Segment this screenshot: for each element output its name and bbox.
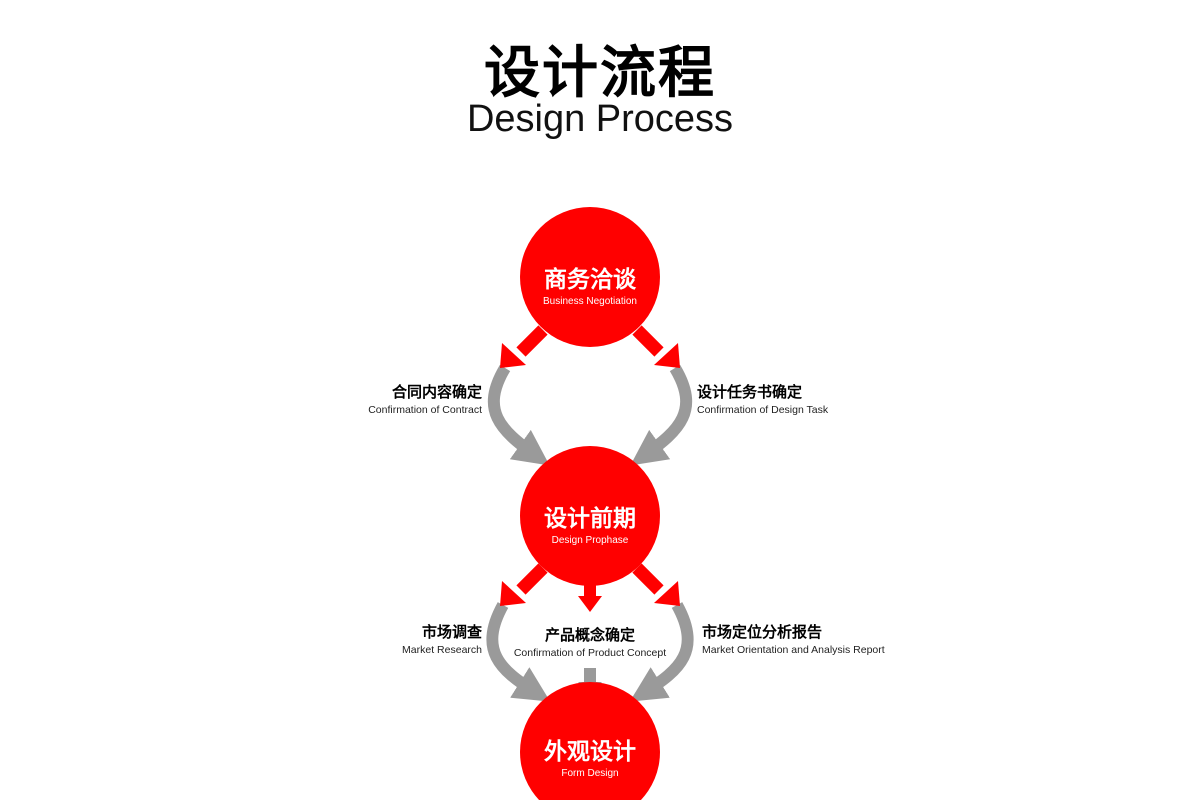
node-circle-3 <box>520 682 660 800</box>
red-arrow-left-2 <box>500 563 548 606</box>
label-en: Confirmation of Product Concept <box>513 647 667 659</box>
label-cn: 设计任务书确定 <box>697 383 803 401</box>
page-subtitle: Design Process <box>466 98 734 140</box>
label-cn: 合同内容确定 <box>391 383 482 401</box>
gray-arrow-left-2 <box>486 602 551 702</box>
node-circle-2 <box>520 446 660 586</box>
red-arrow-center-2 <box>578 580 602 612</box>
page-title: 设计流程 <box>484 41 716 106</box>
node-design-prophase: 设计前期 Design Prophase <box>520 499 660 546</box>
label-en: Market Research <box>402 644 482 656</box>
node-form-design: 外观设计 Form Design <box>520 732 660 779</box>
red-arrow-right-1 <box>632 325 680 368</box>
label-en: Confirmation of Design Task <box>697 404 829 416</box>
label-cn: 市场定位分析报告 <box>702 623 823 641</box>
node-title: 商务洽谈 <box>544 267 636 293</box>
node-title: 设计前期 <box>544 506 636 532</box>
node-subtitle: Design Prophase <box>551 535 629 546</box>
label-en: Confirmation of Contract <box>368 404 482 416</box>
label-market-report: 市场定位分析报告 Market Orientation and Analysis… <box>702 621 885 656</box>
label-contract: 合同内容确定 Confirmation of Contract <box>368 381 482 416</box>
node-business-negotiation: 商务洽谈 Business Negotiation <box>520 260 660 307</box>
node-subtitle: Form Design <box>561 768 619 779</box>
label-en: Market Orientation and Analysis Report <box>702 644 885 656</box>
label-cn: 产品概念确定 <box>544 626 635 644</box>
gray-arrow-right-2 <box>629 602 694 702</box>
node-subtitle: Business Negotiation <box>543 296 637 307</box>
node-circle-1 <box>520 207 660 347</box>
label-product-concept: 产品概念确定 Confirmation of Product Concept <box>490 624 690 659</box>
label-cn: 市场调查 <box>421 623 482 641</box>
gray-arrow-left-1 <box>487 364 550 466</box>
label-design-task: 设计任务书确定 Confirmation of Design Task <box>697 381 828 416</box>
red-arrow-right-2 <box>632 563 680 606</box>
gray-arrow-right-1 <box>630 364 693 466</box>
node-title: 外观设计 <box>544 739 636 765</box>
red-arrow-left-1 <box>500 325 548 368</box>
label-market-research: 市场调查 Market Research <box>402 621 482 656</box>
